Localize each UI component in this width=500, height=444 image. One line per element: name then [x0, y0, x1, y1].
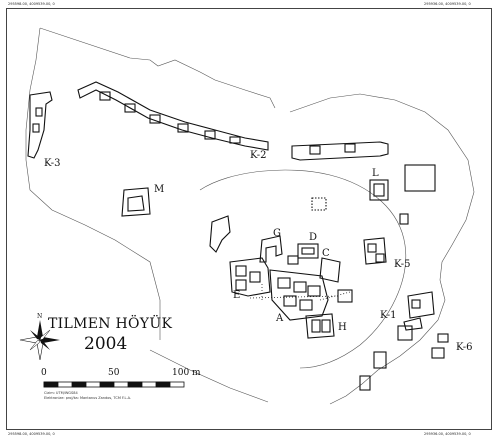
label-e: E: [233, 290, 241, 301]
label-a: A: [276, 313, 284, 324]
mound-contour: [199, 169, 407, 369]
label-c: C: [322, 248, 330, 259]
corner-coord-bottom-left: 295598.00, 4009539.00, 0: [8, 432, 55, 436]
label-m: M: [154, 184, 165, 195]
map-title: TILMEN HÖYÜK: [48, 316, 173, 332]
label-l: L: [372, 168, 379, 179]
k3-structure: [27, 91, 53, 159]
north-wall: [291, 141, 389, 161]
map-frame: [6, 8, 492, 430]
north-label: N: [37, 313, 43, 320]
k1-structure: [407, 291, 435, 319]
scale-label-zero: 0: [41, 368, 47, 378]
k6-structure: [437, 333, 449, 343]
scale-bar: [43, 381, 185, 388]
d-structure: [297, 243, 319, 259]
label-k2: K-2: [250, 150, 267, 161]
map-year: 2004: [84, 334, 128, 354]
credit-line-1: Cizim: UTM/WGS84: [44, 391, 78, 395]
g-structure: [259, 235, 283, 263]
dotted-path: [249, 284, 351, 301]
west-walls: [209, 215, 231, 253]
e-complex: [229, 257, 271, 297]
k5-structure: [363, 237, 387, 265]
site-boundary: [25, 27, 475, 405]
label-h: H: [338, 322, 347, 333]
label-k6: K-6: [456, 342, 473, 353]
c-structure: [319, 257, 341, 283]
a-complex: [269, 269, 329, 321]
h-structure: [305, 313, 335, 339]
label-g: G: [273, 228, 281, 239]
scale-label-mid: 50: [108, 368, 120, 378]
north-arrow-icon: [19, 320, 60, 361]
k2-wall: [77, 81, 269, 151]
label-d: D: [309, 232, 318, 243]
label-k3: K-3: [44, 158, 61, 169]
corner-coord-bottom-right: 295936.00, 4009539.00, 0: [424, 432, 471, 436]
scale-label-end: 100 m: [172, 368, 201, 378]
label-k5: K-5: [394, 259, 411, 270]
l-structure: [369, 179, 389, 201]
corner-coord-top-left: 295598.00, 4009539.00, 0: [8, 2, 55, 6]
credit-line-2: Elektronize: proj/ka: Mantanus Zandos, T…: [44, 396, 132, 400]
label-k1: K-1: [380, 310, 397, 321]
corner-coord-top-right: 295936.00, 4009539.00, 0: [424, 2, 471, 6]
m-structure: [121, 187, 151, 217]
